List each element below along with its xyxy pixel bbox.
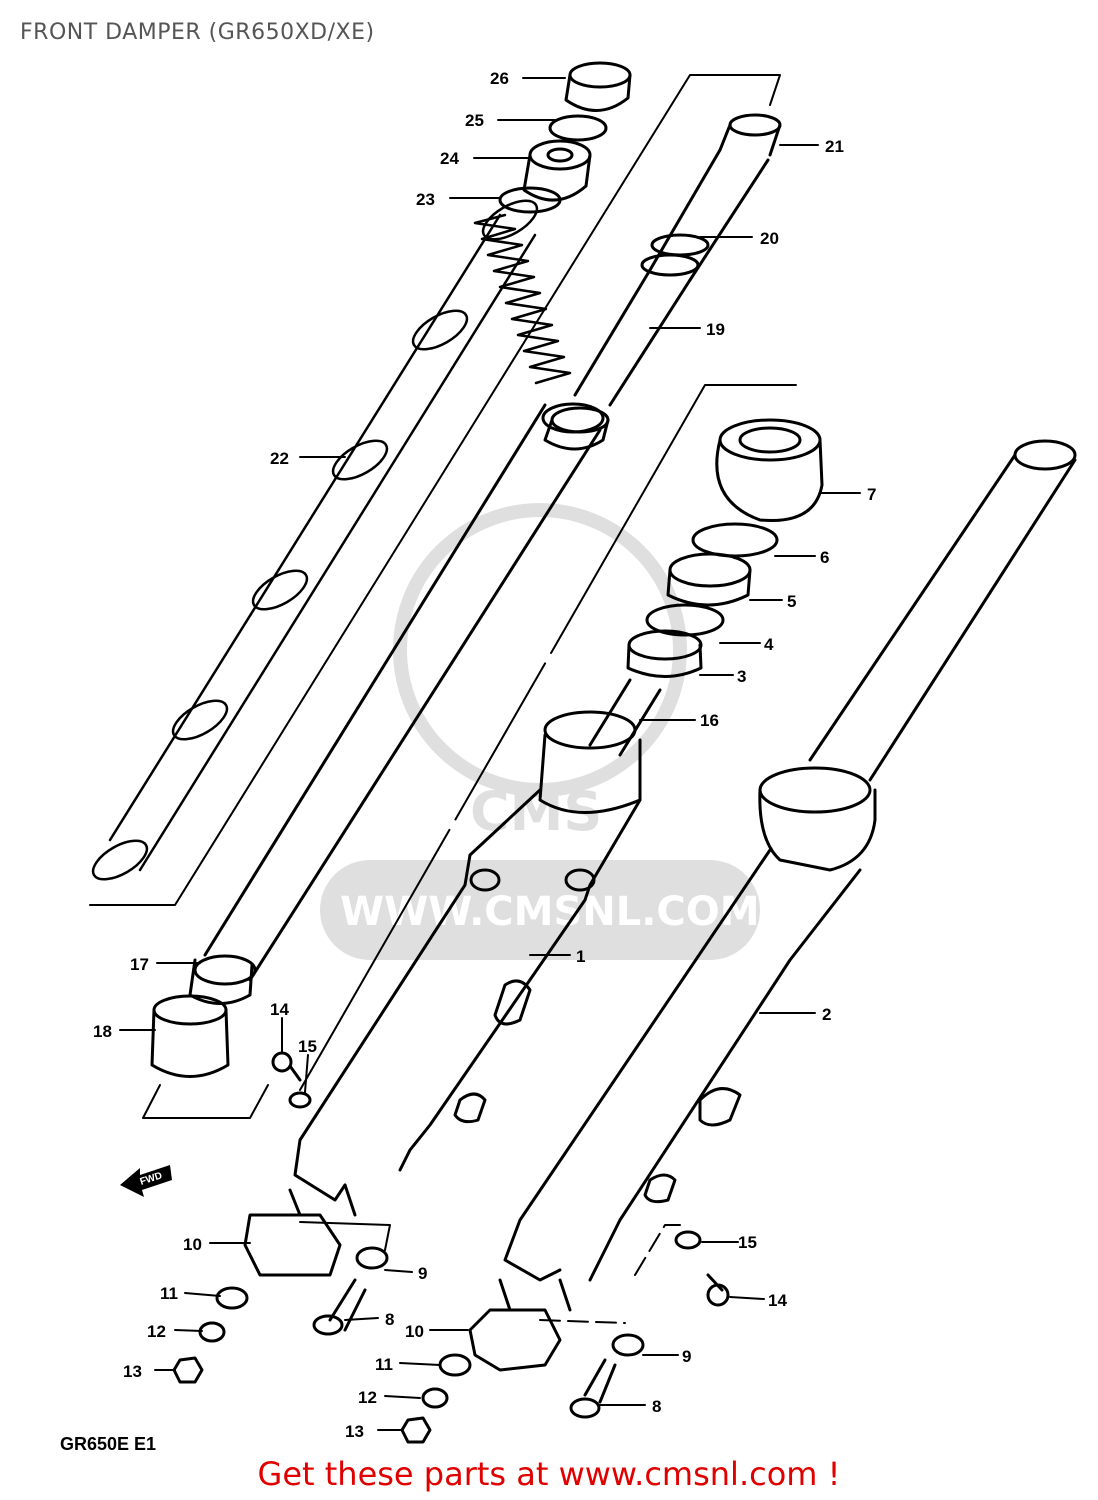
bracket-axle-left bbox=[299, 1221, 391, 1251]
bolt-14-right bbox=[706, 1273, 730, 1307]
leader-lines bbox=[119, 77, 861, 1431]
callout-6: 6 bbox=[820, 548, 829, 567]
callout-13-right: 13 bbox=[345, 1422, 364, 1441]
bolt-8-right bbox=[569, 1358, 617, 1419]
o-ring-part bbox=[548, 114, 608, 142]
washer-9-left bbox=[355, 1246, 389, 1270]
inner-tube-part bbox=[538, 678, 662, 814]
fork-spring-part bbox=[473, 213, 572, 385]
fork-spring-coils bbox=[91, 199, 539, 881]
callout-5: 5 bbox=[787, 592, 796, 611]
callout-10-left: 10 bbox=[183, 1235, 202, 1254]
diagram-code: GR650E E1 bbox=[60, 1434, 157, 1454]
oil-lock-piece-part bbox=[150, 994, 230, 1078]
bracket-axle-right bbox=[539, 1224, 681, 1324]
callout-26: 26 bbox=[490, 69, 509, 88]
cap-bolt-part bbox=[564, 61, 632, 112]
outer-tube-right-part bbox=[503, 439, 1077, 1282]
callout-22: 22 bbox=[270, 449, 289, 468]
assembly-bracket-middle bbox=[299, 384, 821, 1091]
washer-12-left bbox=[198, 1321, 226, 1343]
callout-12-right: 12 bbox=[358, 1388, 377, 1407]
callout-8-right: 8 bbox=[652, 1397, 661, 1416]
callout-9-right: 9 bbox=[682, 1347, 691, 1366]
callout-10-right: 10 bbox=[405, 1322, 424, 1341]
retainer-part bbox=[645, 603, 725, 637]
guide-metal-part bbox=[626, 629, 703, 678]
callout-18: 18 bbox=[93, 1022, 112, 1041]
nut-13-left bbox=[172, 1356, 204, 1384]
callout-3: 3 bbox=[737, 667, 746, 686]
axle-holder-left bbox=[243, 1183, 357, 1277]
assembly-bracket-left bbox=[89, 74, 781, 906]
spacer-part bbox=[522, 139, 592, 202]
promo-link[interactable]: Get these parts at www.cmsnl.com ! bbox=[257, 1455, 841, 1493]
callout-12-left: 12 bbox=[147, 1322, 166, 1341]
callout-15-right: 15 bbox=[738, 1233, 757, 1252]
washer-9-right bbox=[611, 1333, 645, 1357]
washer-11-right bbox=[438, 1353, 472, 1377]
axle-holder-right bbox=[468, 1278, 572, 1372]
cms-watermark: CMS WWW.CMSNL.COM bbox=[320, 503, 760, 960]
fwd-arrow-icon: FWD bbox=[120, 1165, 172, 1197]
gasket-15-left bbox=[288, 1091, 312, 1109]
callout-24: 24 bbox=[440, 149, 459, 168]
bracket-bottom bbox=[142, 1084, 269, 1119]
callout-13-left: 13 bbox=[123, 1362, 142, 1381]
callout-14-right: 14 bbox=[768, 1291, 787, 1310]
bolt-8-left bbox=[312, 1278, 367, 1336]
callout-17: 17 bbox=[130, 955, 149, 974]
callout-14-left: 14 bbox=[270, 1000, 289, 1019]
callout-21: 21 bbox=[825, 137, 844, 156]
callout-4: 4 bbox=[764, 635, 774, 654]
callout-1: 1 bbox=[576, 947, 585, 966]
damper-cylinder-part bbox=[188, 402, 605, 1005]
callout-25: 25 bbox=[465, 111, 484, 130]
washer-11-left bbox=[215, 1286, 249, 1310]
damper-rod-part bbox=[543, 113, 782, 451]
callout-2: 2 bbox=[822, 1005, 831, 1024]
nut-13-right bbox=[400, 1416, 432, 1444]
outer-tube-left-part bbox=[293, 788, 642, 1202]
stopper-ring-part bbox=[691, 522, 779, 558]
callout-7: 7 bbox=[867, 485, 876, 504]
callout-15-left: 15 bbox=[298, 1037, 317, 1056]
dust-seal-part bbox=[715, 418, 824, 523]
gasket-15-right bbox=[674, 1230, 702, 1250]
callout-11-right: 11 bbox=[375, 1355, 393, 1374]
callout-23: 23 bbox=[416, 190, 435, 209]
callout-11-left: 11 bbox=[160, 1284, 178, 1303]
spring-seat-part bbox=[498, 186, 562, 214]
bolt-14-left bbox=[271, 1051, 302, 1082]
callout-20: 20 bbox=[760, 229, 779, 248]
callout-16: 16 bbox=[700, 711, 719, 730]
page-title: FRONT DAMPER (GR650XD/XE) bbox=[20, 20, 375, 45]
callout-8-left: 8 bbox=[385, 1310, 394, 1329]
callout-9-left: 9 bbox=[418, 1264, 427, 1283]
callout-19: 19 bbox=[706, 320, 725, 339]
washer-12-right bbox=[421, 1387, 449, 1409]
oil-seal-part bbox=[666, 552, 752, 607]
